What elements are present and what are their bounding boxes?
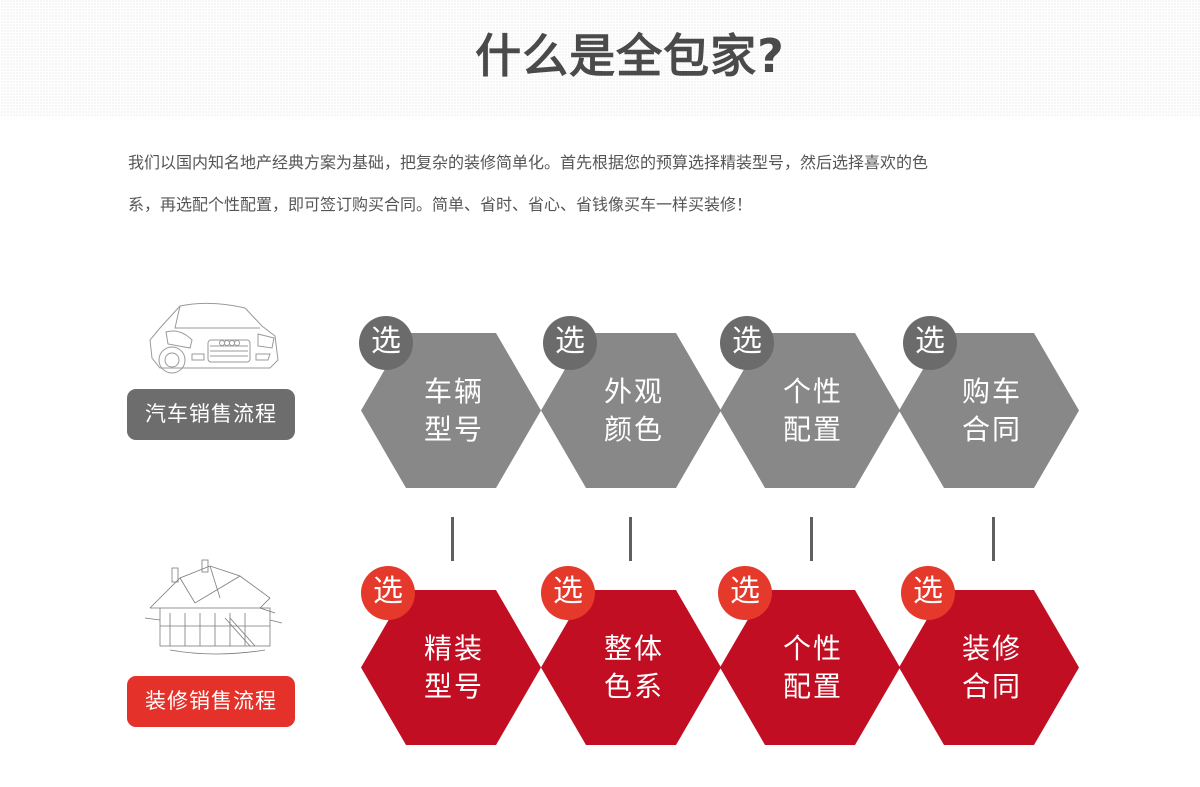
step-line-1: 外观 <box>603 374 664 408</box>
connector-line-4 <box>992 517 995 561</box>
step-line-1: 装修 <box>961 631 1022 665</box>
select-badge: 选 <box>718 566 772 620</box>
step-line-1: 购车 <box>961 374 1022 408</box>
select-badge: 选 <box>901 566 955 620</box>
step-line-1: 个性 <box>782 631 843 665</box>
renovation-sales-process-label: 装修销售流程 <box>127 676 295 727</box>
house-icon <box>144 559 283 655</box>
step-line-2: 颜色 <box>603 412 664 446</box>
connector-line-2 <box>629 517 632 561</box>
intro-line-1: 我们以国内知名地产经典方案为基础，把复杂的装修简单化。首先根据您的预算选择精装型… <box>128 153 929 172</box>
step-line-2: 合同 <box>961 412 1022 446</box>
step-line-2: 色系 <box>603 669 664 703</box>
select-badge: 选 <box>541 566 595 620</box>
select-badge: 选 <box>361 566 415 620</box>
car-icon <box>149 302 279 374</box>
step-line-2: 型号 <box>423 412 484 446</box>
step-line-2: 配置 <box>782 412 843 446</box>
step-line-2: 合同 <box>961 669 1022 703</box>
connector-line-1 <box>451 517 454 561</box>
select-badge: 选 <box>543 316 597 370</box>
connector-line-3 <box>810 517 813 561</box>
select-badge: 选 <box>903 316 957 370</box>
step-line-1: 车辆 <box>423 374 484 408</box>
intro-paragraph: 我们以国内知名地产经典方案为基础，把复杂的装修简单化。首先根据您的预算选择精装型… <box>128 142 1078 226</box>
step-line-2: 配置 <box>782 669 843 703</box>
select-badge: 选 <box>720 316 774 370</box>
intro-line-2: 系，再选配个性配置，即可签订购买合同。简单、省时、省心、省钱像买车一样买装修！ <box>128 195 753 214</box>
step-line-1: 精装 <box>423 631 484 665</box>
car-sales-process-label: 汽车销售流程 <box>127 389 295 440</box>
header-band <box>0 0 1200 116</box>
select-badge: 选 <box>359 316 413 370</box>
step-line-1: 整体 <box>603 631 664 665</box>
page-title: 什么是全包家? <box>475 29 785 83</box>
step-line-1: 个性 <box>782 374 843 408</box>
step-line-2: 型号 <box>423 669 484 703</box>
